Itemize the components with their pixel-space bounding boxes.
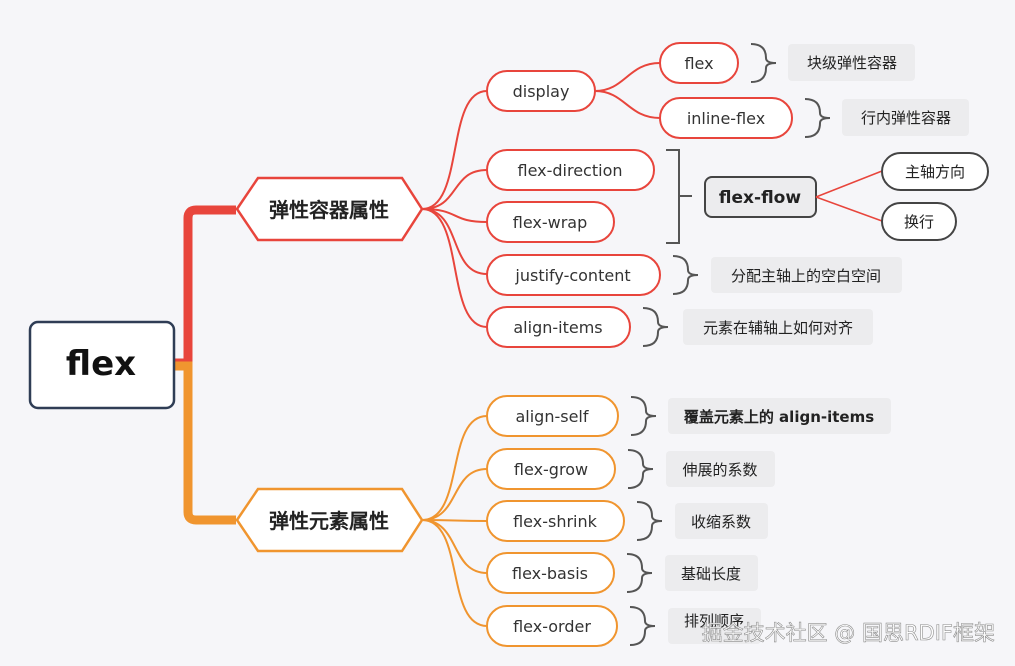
prop-flex-label: flex	[684, 54, 713, 73]
prop-align-items[interactable]: align-items	[486, 306, 631, 348]
prop-display[interactable]: display	[486, 70, 596, 112]
prop-inline-flex[interactable]: inline-flex	[659, 97, 793, 139]
prop-flex-direction[interactable]: flex-direction	[486, 149, 655, 191]
prop-display-label: display	[513, 82, 570, 101]
svg-text:排列顺序: 排列顺序	[684, 612, 744, 630]
note-justify-content: 分配主轴上的空白空间	[711, 257, 902, 293]
flow-main-axis[interactable]: 主轴方向	[881, 152, 989, 191]
element-label: 弹性元素属性	[269, 509, 389, 533]
prop-flex[interactable]: flex	[659, 42, 739, 84]
container-node[interactable]: 弹性容器属性	[235, 176, 424, 242]
brace-justify-content	[672, 255, 699, 295]
root-label: flex	[66, 344, 136, 384]
svg-text:flex-shrink: flex-shrink	[513, 512, 598, 531]
watermark: 掘金技术社区 @ 国思RDIF框架	[702, 621, 995, 645]
prop-justify-content[interactable]: justify-content	[486, 254, 661, 296]
svg-text:分配主轴上的空白空间: 分配主轴上的空白空间	[731, 267, 881, 285]
note-align-items: 元素在辅轴上如何对齐	[683, 309, 873, 345]
flex-flow-connectors	[815, 170, 883, 222]
svg-text:align-self: align-self	[515, 407, 588, 426]
svg-text:换行: 换行	[904, 213, 934, 231]
note-flex-grow: 伸展的系数	[666, 451, 775, 487]
flow-wrap[interactable]: 换行	[881, 202, 957, 241]
brace-flex-grow	[627, 449, 654, 489]
prop-align-self[interactable]: align-self	[486, 395, 619, 437]
flex-flow-label: flex-flow	[719, 188, 801, 208]
prop-flex-wrap-label: flex-wrap	[513, 213, 588, 232]
brace-align-items	[642, 307, 669, 347]
prop-flex-basis[interactable]: flex-basis	[486, 552, 615, 594]
root-node[interactable]: flex	[28, 320, 176, 410]
prop-flex-wrap[interactable]: flex-wrap	[486, 201, 615, 243]
svg-text:flex-grow: flex-grow	[514, 460, 588, 479]
brace-flex	[750, 43, 777, 83]
brace-flex-shrink	[636, 501, 663, 541]
element-node[interactable]: 弹性元素属性	[235, 487, 424, 553]
svg-text:块级弹性容器: 块级弹性容器	[807, 54, 897, 72]
prop-flex-order[interactable]: flex-order	[486, 605, 618, 647]
svg-text:收缩系数: 收缩系数	[691, 513, 751, 531]
svg-text:主轴方向: 主轴方向	[905, 163, 965, 181]
note-inline-flex: 行内弹性容器	[842, 99, 969, 136]
svg-text:伸展的系数: 伸展的系数	[682, 461, 757, 479]
trunk-red	[175, 205, 236, 368]
brace-flex-order	[629, 606, 656, 646]
prop-inline-flex-label: inline-flex	[687, 109, 765, 128]
bracket-flex-flow	[666, 149, 692, 244]
flex-flow-node[interactable]: flex-flow	[704, 176, 817, 218]
prop-align-items-label: align-items	[513, 318, 602, 337]
svg-text:flex-basis: flex-basis	[512, 564, 588, 583]
element-connectors	[421, 415, 488, 627]
note-flex-order: 排列顺序	[668, 608, 761, 644]
trunk-orange	[175, 361, 236, 525]
svg-text:flex-order: flex-order	[513, 617, 591, 636]
svg-text:行内弹性容器: 行内弹性容器	[861, 109, 951, 127]
brace-inline-flex	[804, 98, 831, 138]
note-align-self: 覆盖元素上的 align-items	[668, 398, 891, 434]
note-flex: 块级弹性容器	[788, 44, 915, 81]
note-flex-shrink: 收缩系数	[675, 503, 768, 539]
container-connectors	[421, 62, 661, 328]
prop-flex-direction-label: flex-direction	[518, 161, 623, 180]
brace-flex-basis	[626, 553, 653, 593]
svg-text:基础长度: 基础长度	[681, 565, 741, 583]
svg-text:覆盖元素上的 align-items: 覆盖元素上的 align-items	[684, 408, 874, 426]
prop-flex-shrink[interactable]: flex-shrink	[486, 500, 625, 542]
brace-align-self	[630, 396, 657, 436]
prop-justify-content-label: justify-content	[514, 266, 630, 285]
prop-flex-grow[interactable]: flex-grow	[486, 448, 616, 490]
svg-text:元素在辅轴上如何对齐: 元素在辅轴上如何对齐	[703, 319, 853, 337]
note-flex-basis: 基础长度	[665, 555, 758, 591]
container-label: 弹性容器属性	[269, 198, 389, 222]
